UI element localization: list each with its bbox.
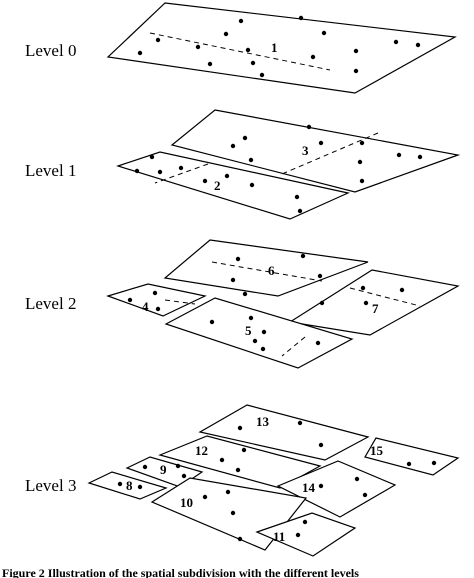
level-3-region-14-points xyxy=(318,476,368,498)
region-5-label: 5 xyxy=(245,323,252,338)
level-3-label: Level 3 xyxy=(25,476,76,495)
dashed-divider xyxy=(154,163,209,184)
figure-caption: Figure 2 Illustration of the spatial sub… xyxy=(2,566,359,578)
region-14-label: 14 xyxy=(302,480,316,495)
level-3-region-13-points xyxy=(237,420,324,448)
region-12-label: 12 xyxy=(195,443,208,458)
region-15-plane xyxy=(364,437,460,476)
region-1-label: 1 xyxy=(271,40,278,55)
level-2-region-5-points xyxy=(209,315,321,352)
region-4-plane xyxy=(106,283,207,317)
region-7-plane xyxy=(288,269,460,336)
level-2-label: Level 2 xyxy=(25,294,76,313)
region-11-plane xyxy=(255,512,357,557)
region-6-plane xyxy=(163,239,369,297)
region-13-label: 13 xyxy=(256,414,270,429)
region-1-plane xyxy=(106,2,457,94)
region-13-plane xyxy=(198,404,370,461)
dashed-divider xyxy=(211,261,323,282)
level-1-lower-points xyxy=(134,154,303,214)
level-1-plane: 3 2 xyxy=(116,109,461,220)
level-3-region-10-points xyxy=(202,489,243,542)
level-0-points xyxy=(137,15,421,78)
region-8-plane xyxy=(87,471,168,500)
level-0-plane: 1 xyxy=(106,2,457,94)
level-1-upper-points xyxy=(230,124,423,184)
region-2-plane xyxy=(116,151,350,220)
region-10-label: 10 xyxy=(180,495,193,510)
level-3-plane: 13 12 15 9 8 14 xyxy=(87,404,460,557)
level-3-region-15-points xyxy=(406,460,437,467)
region-9-plane xyxy=(125,456,204,488)
region-6-label: 6 xyxy=(268,263,275,278)
level-0-label: Level 0 xyxy=(25,41,76,60)
level-2-region-4-points xyxy=(127,290,161,312)
dashed-divider xyxy=(149,32,331,71)
region-14-plane xyxy=(276,460,397,518)
level-2-plane: 6 4 7 5 xyxy=(106,239,460,369)
dashed-divider xyxy=(349,287,421,307)
region-3-plane xyxy=(170,109,461,193)
level-2-region-6-points xyxy=(230,253,323,297)
level-1-label: Level 1 xyxy=(25,161,76,180)
level-3-region-8-points xyxy=(117,481,143,490)
region-12-plane xyxy=(158,435,322,489)
region-4-label: 4 xyxy=(142,299,149,314)
region-15-label: 15 xyxy=(370,443,384,458)
level-3-region-12-points xyxy=(219,447,247,473)
region-7-label: 7 xyxy=(372,301,379,316)
region-2-label: 2 xyxy=(214,178,221,193)
level-3-region-11-points xyxy=(295,519,308,538)
dashed-divider xyxy=(281,336,306,357)
level-3-region-9-points xyxy=(142,463,187,479)
region-3-label: 3 xyxy=(302,143,309,158)
level-2-region-7-points xyxy=(319,285,405,306)
region-5-plane xyxy=(164,297,354,369)
region-11-label: 11 xyxy=(273,529,285,544)
region-9-label: 9 xyxy=(160,462,167,477)
region-8-label: 8 xyxy=(126,478,133,493)
